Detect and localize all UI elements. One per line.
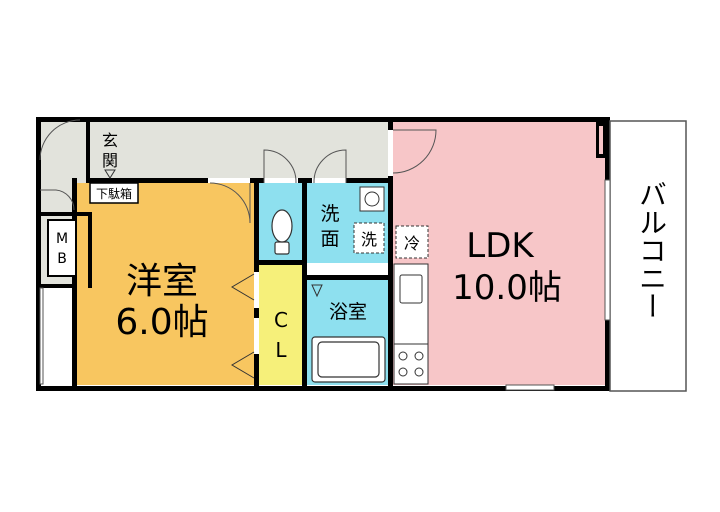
corridor-area (40, 121, 392, 183)
genkan-step-marker (104, 169, 116, 179)
washroom-label-1: 洗 (320, 203, 339, 225)
fridge-label: 冷 (404, 234, 420, 253)
ldk-name: LDK (466, 226, 535, 266)
balcony-area (612, 121, 686, 391)
ldk-size: 10.0帖 (452, 268, 562, 308)
genkan-label-2: 関 (102, 151, 118, 170)
door-swings (39, 119, 437, 224)
fridge-box (395, 225, 429, 259)
bathtub-icon (311, 336, 386, 383)
washroom-label-2: 面 (320, 228, 339, 250)
mb-box (47, 219, 77, 277)
closet-doors (231, 273, 255, 379)
toilet-icon (271, 209, 293, 255)
washer-box (353, 222, 385, 254)
stove-icon (393, 343, 429, 385)
closet-label-1: C (274, 308, 288, 332)
mb-label-2: B (57, 251, 67, 267)
bathroom-entry-marker (311, 284, 323, 298)
mb-window (39, 287, 44, 385)
genkan-label-1: 玄 (102, 131, 118, 150)
getabako-label: 下駄箱 (96, 186, 132, 201)
closet-area (258, 263, 306, 385)
western-room-area (75, 183, 258, 385)
balcony-sash-notch-inner (599, 126, 603, 154)
washer-label: 洗 (361, 230, 377, 249)
door-openings (208, 130, 393, 354)
kitchen-sink-icon (393, 263, 429, 345)
balcony-sash (604, 179, 611, 321)
mb-label-1: M (56, 231, 68, 247)
western-room-name: 洋室 (126, 261, 198, 302)
balcony-label: バルコニー (635, 180, 668, 320)
ldk-window-bottom (505, 384, 555, 391)
closet-label-2: L (275, 338, 287, 362)
western-room-size: 6.0帖 (115, 302, 208, 343)
wash-basin-icon (359, 186, 385, 212)
getabako-box (89, 182, 139, 204)
bathroom-label: 浴室 (329, 301, 367, 323)
